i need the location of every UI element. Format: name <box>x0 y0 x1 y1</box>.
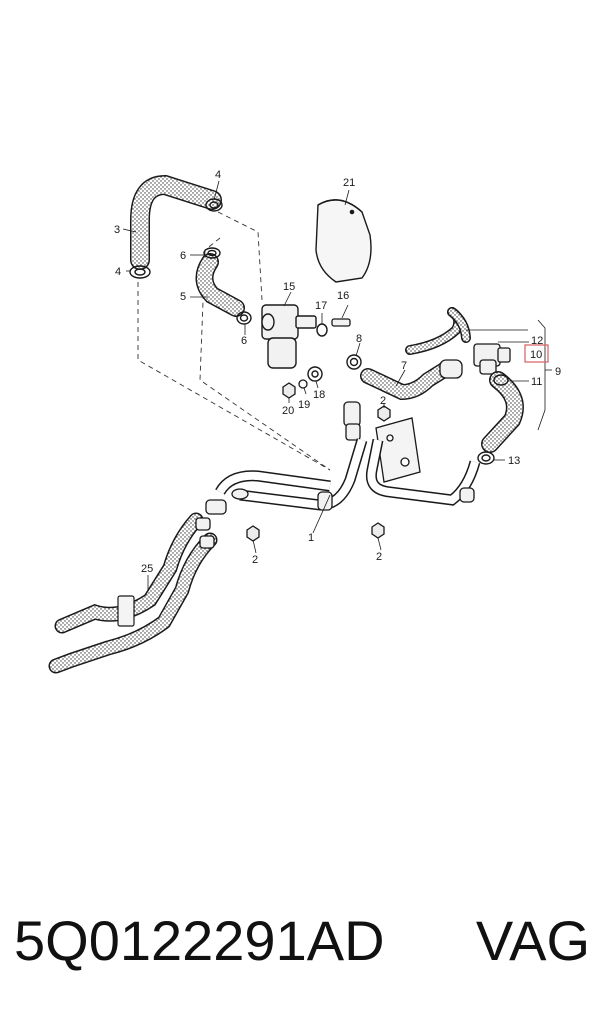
part-number: 5Q0122291AD <box>14 908 385 972</box>
hose-part-5 <box>195 253 245 317</box>
pipe-end-fittings <box>231 487 475 511</box>
callout-2-mid: 2 <box>376 551 382 563</box>
hose-part-11 <box>481 371 524 453</box>
clip-part-6-lower <box>236 311 252 325</box>
dashed-reference-lines <box>137 211 331 471</box>
callout-12: 12 <box>531 335 543 347</box>
callout-10: 10 <box>530 349 542 361</box>
hose-part-3 <box>130 174 222 270</box>
hose-connectors-part-25 <box>195 499 227 549</box>
callout-2-left: 2 <box>252 554 258 566</box>
clip-part-8 <box>346 354 362 370</box>
clip-part-6-upper <box>203 247 221 259</box>
valve-part-15 <box>261 304 317 369</box>
nut-part-2-left <box>246 525 260 542</box>
callout-8: 8 <box>356 333 362 345</box>
hose-part-7 <box>360 359 463 401</box>
hose-part-12 <box>405 307 471 355</box>
callout-2-top: 2 <box>380 395 386 407</box>
seal-part-18 <box>307 366 323 382</box>
nut-part-2-mid <box>371 522 385 539</box>
highlight-box-10 <box>524 344 549 363</box>
callout-labels: 1 2 2 2 3 4 4 5 6 6 7 8 9 10 11 12 13 15… <box>114 169 561 575</box>
leader-lines <box>122 180 529 590</box>
callout-6-top: 6 <box>180 250 186 262</box>
callout-6-lower: 6 <box>241 335 247 347</box>
callout-9: 9 <box>555 366 561 378</box>
callout-17: 17 <box>315 300 327 312</box>
washer-part-19 <box>298 379 308 389</box>
callout-18: 18 <box>313 389 325 401</box>
callout-5: 5 <box>180 291 186 303</box>
callout-20: 20 <box>282 405 294 417</box>
product-caption: 5Q0122291AD VAG <box>14 905 590 975</box>
callout-19: 19 <box>298 399 310 411</box>
nut-part-20 <box>282 382 296 399</box>
bracket <box>375 417 421 483</box>
bolt-part-16 <box>331 318 351 327</box>
hose-clamp-part-25 <box>117 595 135 627</box>
callout-25: 25 <box>141 563 153 575</box>
callout-15: 15 <box>283 281 295 293</box>
callout-4-left: 4 <box>115 266 121 278</box>
callout-11: 11 <box>531 376 542 388</box>
nut-part-2-top <box>377 405 391 422</box>
callout-3: 3 <box>114 224 120 236</box>
clip-part-4-lower <box>129 265 151 279</box>
callout-21: 21 <box>343 177 355 189</box>
callout-7: 7 <box>401 360 407 372</box>
valve-part-10 <box>473 343 511 375</box>
clip-part-11 <box>493 374 509 386</box>
callout-13: 13 <box>508 455 520 467</box>
brand-name: VAG <box>475 908 590 972</box>
parts-diagram: 1 2 2 2 3 4 4 5 6 6 7 8 9 10 11 12 13 15… <box>48 169 561 674</box>
cover-part-21 <box>315 199 372 283</box>
ring-part-17 <box>316 323 328 337</box>
callout-1: 1 <box>308 532 314 544</box>
callout-4-top: 4 <box>215 169 221 181</box>
connector-part-elbow <box>343 401 361 441</box>
pipe-part-1 <box>215 438 481 511</box>
clip-part-13 <box>477 451 495 465</box>
hose-part-25 <box>48 512 218 674</box>
callout-16: 16 <box>337 290 349 302</box>
bracket-9 <box>537 319 552 431</box>
